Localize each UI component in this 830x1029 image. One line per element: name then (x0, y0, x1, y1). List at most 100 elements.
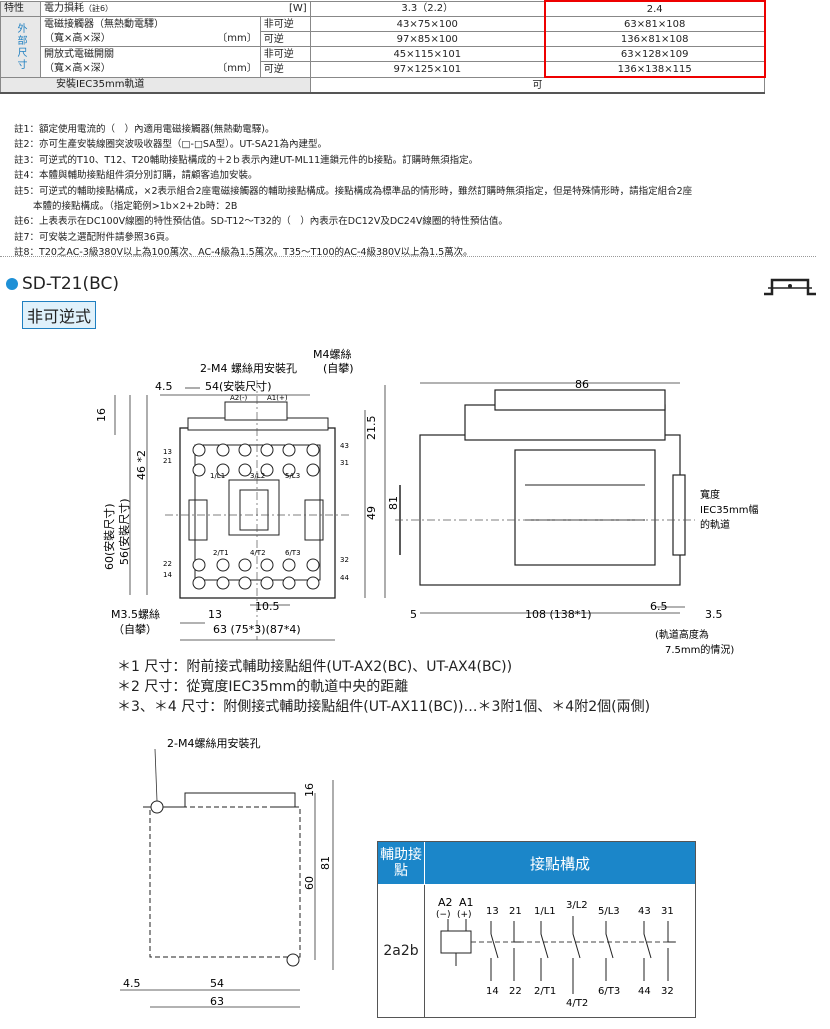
sch-bottom-label: 44 (638, 986, 651, 997)
section-title: SD-T21(BC) (6, 274, 119, 294)
terminal-44: 44 (340, 574, 349, 582)
note-line: 註3：可逆式的T10、T12、T20輔助接點構成的＋2ｂ表示內建UT-ML11連… (14, 154, 479, 166)
note-line: 註1：額定使用電流的（ ）內適用電磁接觸器(無熱動電驛)。 (14, 124, 275, 135)
terminal-43: 43 (340, 442, 349, 450)
bullet-icon (6, 278, 18, 290)
dim-cell: 97×125×101 (309, 61, 546, 78)
sch-top-label: 13 (486, 906, 499, 917)
rail-value: 可 (309, 76, 766, 94)
mc-label: 電磁接觸器（無熱動電驛）（寬×高×深）〔mm〕 (39, 16, 261, 47)
dim-60: 60(安裝尺寸) (102, 503, 116, 570)
power-label: 電力損耗（註6）[W] (39, 0, 311, 17)
sch-a2: A2 (438, 896, 453, 909)
label-mount-hole: 2-M4 螺絲用安裝孔 (200, 361, 297, 375)
dim-cell-highlight: 136×81×108 (543, 31, 766, 47)
terminal-5l3: 5/L3 (285, 472, 300, 480)
ms-irrev: 非可逆 (259, 46, 311, 62)
terminal-13: 13 (163, 448, 172, 456)
dim-49: 49 (365, 506, 378, 520)
note-line: 本體的接點構成。（指定範例>1b×2+2b時：2B (14, 201, 238, 213)
sch-top-label: 5/L3 (598, 906, 620, 917)
terminal-a1: A1(+) (267, 394, 288, 402)
dim-cell: 45×115×101 (309, 46, 546, 62)
dim-16-mount: 16 (303, 783, 316, 797)
sch-bottom-label: 32 (661, 986, 674, 997)
sch-top-label: 43 (638, 906, 651, 917)
terminal-32: 32 (340, 556, 349, 564)
terminal-a2: A2(-) (230, 394, 247, 402)
dim-cell-highlight: 63×81×108 (543, 16, 766, 32)
dim-4-5-mount: 4.5 (123, 977, 141, 990)
dim-cell: 97×85×100 (309, 31, 546, 47)
side-view-drawing: 86 5 108 (138*1) 6.5 3.5 寬度 IEC35mm幅 的軌道… (395, 378, 758, 656)
note-line: 註5：可逆式的輔助接點構成，×2表示組合2座電磁接觸器的輔助接點構成。接點構成為… (14, 185, 693, 197)
note-line: 註7：可安裝之選配附件請參照36頁。 (14, 231, 175, 243)
footnote: ＊1 尺寸：附前接式輔助接點組件(UT-AX2(BC)、UT-AX4(BC)) (117, 659, 513, 675)
mc-rev: 可逆 (259, 31, 311, 47)
contact-config-header: 接點構成 (425, 842, 695, 884)
label-m35-self-lift: （自攀） (113, 623, 157, 636)
dim-cell-highlight: 63×128×109 (543, 46, 766, 62)
sch-bottom-label: 4/T2 (566, 998, 588, 1009)
sch-top-label: 21 (509, 906, 522, 917)
spec-char-label: 特性 (0, 0, 41, 17)
mount-hole-label: 2-M4螺絲用安裝孔 (167, 736, 260, 750)
footnote: ＊3、＊4 尺寸：附側接式輔助接點組件(UT-AX11(BC))…＊3附1個、＊… (117, 699, 651, 715)
aux-contact-header: 輔助接點 (378, 842, 425, 884)
divider (0, 256, 816, 257)
power-value-2: 2.4 (543, 0, 766, 17)
sch-bottom-label: 22 (509, 986, 522, 997)
sch-minus: (−) (436, 910, 451, 920)
sch-a1: A1 (459, 896, 474, 909)
note-line: 註6：上表表示在DC100V線圈的特性預估值。SD-T12～T32的（ ）內表示… (14, 216, 508, 228)
spec-table: 特性 電力損耗（註6）[W] 3.3（2.2） 2.4 外部尺寸 電磁接觸器（無… (0, 0, 816, 94)
note-line: 註4：本體與輔助接點組件須分別訂購，請顧客追加安裝。 (14, 170, 258, 182)
dim-6-5: 6.5 (650, 600, 668, 613)
sch-top-label: 3/L2 (566, 900, 588, 911)
dim-63: 63 (75*3)(87*4) (213, 623, 301, 636)
dim-label: 外部尺寸 (0, 16, 41, 78)
model-name: SD-T21(BC) (22, 274, 119, 294)
ms-rev: 可逆 (259, 61, 311, 78)
label-rail-width-2: IEC35mm幅 (700, 503, 758, 516)
terminal-2t1: 2/T1 (213, 549, 229, 557)
mc-irrev: 非可逆 (259, 16, 311, 32)
dim-108: 108 (138*1) (525, 608, 592, 621)
notes: 註1：額定使用電流的（ ）內適用電磁接觸器(無熱動電驛)。 註2：亦可生產安裝線… (14, 122, 692, 261)
label-m35-screw: M3.5螺絲 (111, 607, 160, 621)
terminal-3l2: 3/L2 (250, 472, 265, 480)
dim-86: 86 (575, 378, 589, 391)
terminal-14: 14 (163, 571, 172, 579)
rail-label: 安裝IEC35mm軌道 (0, 76, 311, 94)
dim-81-mount: 81 (319, 856, 332, 870)
contact-schematic: A2 A1 (−) (+) 13 21 1/L1 3/L2 5/L3 43 31… (436, 896, 676, 1009)
dim-cell: 43×75×100 (309, 16, 546, 32)
terminal-21: 21 (163, 457, 172, 465)
note-line: 註2：亦可生產安裝線圈突波吸收器型（□-□SA型）。UT-SA21為內建型。 (14, 139, 327, 151)
sch-bottom-label: 2/T1 (534, 986, 556, 997)
terminal-31: 31 (340, 459, 349, 467)
label-self-lift: (自攀) (323, 362, 354, 375)
sch-top-label: 31 (661, 906, 674, 917)
terminal-4t2: 4/T2 (250, 549, 266, 557)
front-view-drawing: M4螺絲 (自攀) 2-M4 螺絲用安裝孔 4.5 54(安裝尺寸) A2(-)… (95, 347, 400, 641)
footnote: ＊2 尺寸：從寬度IEC35mm的軌道中央的距離 (117, 679, 409, 695)
power-value-1: 3.3（2.2） (309, 0, 546, 17)
sch-plus: (+) (457, 910, 472, 920)
dim-cell-highlight: 136×138×115 (543, 61, 766, 78)
sch-top-label: 1/L1 (534, 906, 556, 917)
dim-13: 13 (208, 608, 222, 621)
label-rail-height-2: 7.5mm的情況) (665, 643, 734, 656)
terminal-22: 22 (163, 560, 172, 568)
label-m4-screw: M4螺絲 (313, 347, 352, 361)
terminal-1l1: 1/L1 (210, 472, 225, 480)
terminal-6t3: 6/T3 (285, 549, 301, 557)
dim-60-mount: 60 (303, 876, 316, 890)
dim-5: 5 (410, 608, 417, 621)
dim-3-5: 3.5 (705, 608, 723, 621)
dim-56: 56(安裝尺寸) (117, 498, 131, 565)
dim-54-mount: 54 (210, 977, 224, 990)
label-rail-width-1: 寬度 (700, 488, 720, 501)
sch-bottom-label: 6/T3 (598, 986, 620, 997)
label-rail-height-1: (軌道高度為 (655, 628, 709, 641)
